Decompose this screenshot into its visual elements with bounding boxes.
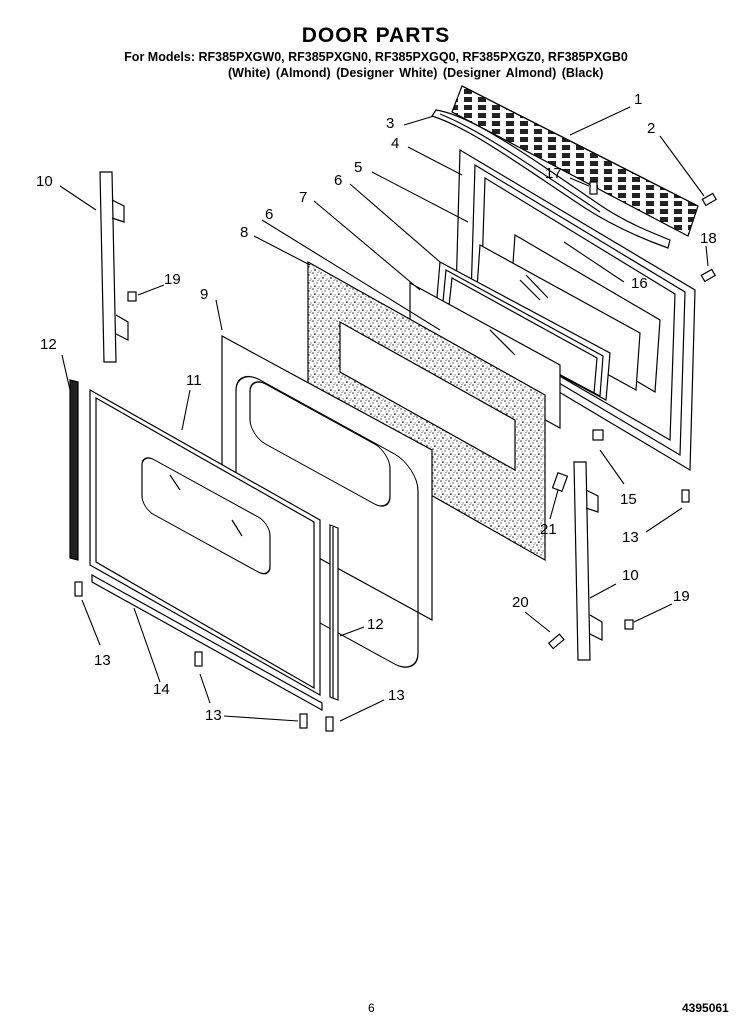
outer-door-panel-part: [89, 388, 321, 697]
inner-door-panel-part: [221, 334, 433, 668]
side-trim-part-right: [329, 524, 339, 701]
callout-13d: 13: [388, 687, 405, 704]
callout-18: 18: [700, 230, 717, 247]
callout-13c: 13: [205, 707, 222, 724]
leader-lines: [59, 106, 709, 722]
callout-13a: 13: [622, 529, 639, 546]
callout-6a: 6: [334, 172, 343, 189]
window-glass-pack: [435, 261, 611, 401]
callout-10b: 10: [622, 567, 639, 584]
vent-trim-part: [451, 85, 699, 237]
bottom-trim-part: [91, 573, 323, 712]
callout-4: 4: [391, 135, 400, 152]
callout-7: 7: [299, 189, 308, 206]
callout-15: 15: [620, 491, 637, 508]
callout-17: 17: [545, 165, 562, 182]
callout-8: 8: [240, 224, 249, 241]
door-hinge-left: [99, 171, 129, 363]
door-handle-part: [431, 109, 671, 249]
callout-2: 2: [647, 120, 656, 137]
callout-12a: 12: [40, 336, 57, 353]
callout-12b: 12: [367, 616, 384, 633]
page-number: 6: [368, 1001, 375, 1015]
color-variant-list: (White) (Almond) (Designer White) (Desig…: [228, 66, 604, 80]
callout-3: 3: [386, 115, 395, 132]
callout-16: 16: [631, 275, 648, 292]
callout-19a: 19: [164, 271, 181, 288]
callout-11: 11: [186, 372, 202, 389]
page-title: DOOR PARTS: [301, 24, 451, 47]
callout-5: 5: [354, 159, 363, 176]
side-trim-part-left: [69, 379, 79, 561]
door-insulation-part: [307, 260, 546, 562]
callout-9: 9: [200, 286, 209, 303]
model-list: For Models: RF385PXGW0, RF385PXGN0, RF38…: [124, 50, 628, 64]
callout-10a: 10: [36, 173, 53, 190]
callout-19b: 19: [673, 588, 690, 605]
clip-part: [592, 429, 604, 441]
callout-13b: 13: [94, 652, 111, 669]
document-number: 4395061: [682, 1001, 729, 1015]
screws: [74, 181, 718, 732]
callout-20: 20: [512, 594, 529, 611]
door-hinge-right: [573, 461, 603, 661]
callout-14: 14: [153, 681, 170, 698]
callout-1: 1: [634, 91, 643, 108]
callout-21: 21: [540, 521, 557, 538]
callout-6b: 6: [265, 206, 274, 223]
